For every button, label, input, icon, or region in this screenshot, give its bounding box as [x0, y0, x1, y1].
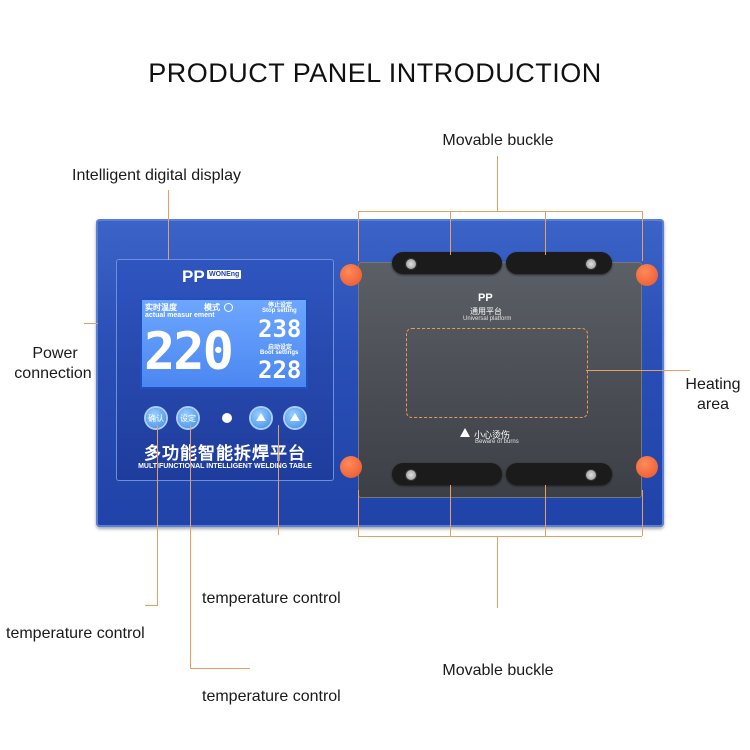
indicator-dot: [222, 413, 232, 423]
heating-area: [406, 328, 588, 418]
screw-icon: [585, 258, 597, 270]
actual-temperature-value: 220: [144, 322, 234, 382]
callout-line-buckle-bottom: [497, 536, 498, 608]
device-title-en: MULTIFUNCTIONAL INTELLIGENT WELDING TABL…: [138, 463, 312, 470]
callout-line-power: [84, 323, 98, 324]
up-button-2[interactable]: [285, 408, 305, 428]
clamp-peg-bottom-left[interactable]: [340, 456, 362, 478]
set-button[interactable]: 设定: [178, 408, 198, 428]
up-button-1[interactable]: [251, 408, 271, 428]
label-heating: Heating: [685, 376, 741, 393]
callout-line-display: [168, 190, 169, 260]
screw-icon: [585, 469, 597, 481]
callout-line-buckle-top-m1: [450, 211, 451, 255]
screen-mode-label: 模式: [204, 303, 220, 312]
device-title-cn: 多功能智能拆焊平台: [144, 444, 306, 463]
screen-boot-label-en: Boot settings: [260, 350, 299, 356]
clamp-peg-top-left[interactable]: [340, 264, 362, 286]
callout-line-buckle-bottom-m2: [545, 485, 546, 536]
digital-display: [140, 298, 308, 389]
clamp-peg-bottom-right[interactable]: [636, 456, 658, 478]
label-movable-buckle-bottom: Movable buckle: [442, 662, 554, 679]
callout-line-buckle-top-h: [358, 211, 642, 212]
label-area: area: [696, 396, 730, 413]
screen-stop-label-cn: 停止设定: [268, 303, 293, 309]
callout-line-temp-a: [278, 425, 279, 535]
label-power: Power: [32, 345, 78, 362]
page-title: PRODUCT PANEL INTRODUCTION: [148, 58, 602, 88]
mode-icon: [224, 303, 233, 312]
label-temperature-control-c: temperature control: [202, 688, 341, 705]
buckle-top-right[interactable]: [506, 252, 612, 274]
platform-name-cn: 通用平台: [470, 307, 502, 316]
callout-line-buckle-top-r: [642, 211, 643, 261]
callout-line-buckle-bottom-h: [358, 536, 642, 537]
callout-line-temp-b: [157, 425, 158, 605]
clamp-peg-top-right[interactable]: [636, 264, 658, 286]
brand-tag: WONEng: [207, 270, 242, 279]
confirm-button[interactable]: 确认: [146, 408, 166, 428]
screen-boot-label-cn: 启动设定: [268, 345, 293, 351]
burn-warning-en: Beware of burns: [475, 439, 519, 445]
label-connection: connection: [14, 365, 92, 382]
buckle-bottom-right[interactable]: [506, 463, 612, 485]
up-arrow-icon: [290, 413, 300, 421]
callout-line-buckle-top: [497, 156, 498, 211]
boot-setting-value: 228: [258, 356, 302, 384]
callout-line-buckle-top-l: [358, 211, 359, 261]
brand-logo: PP: [182, 267, 205, 286]
label-temperature-control-a: temperature control: [202, 590, 341, 607]
screw-icon: [405, 258, 417, 270]
callout-line-buckle-top-m2: [545, 211, 546, 255]
screen-stop-label-en: Stop setting: [262, 308, 297, 314]
callout-line-buckle-bottom-m1: [450, 485, 451, 536]
set-button-label: 设定: [180, 414, 196, 423]
buckle-bottom-left[interactable]: [392, 463, 502, 485]
screw-icon: [405, 469, 417, 481]
buckle-top-left[interactable]: [392, 252, 502, 274]
callout-line-buckle-bottom-r: [642, 490, 643, 536]
warning-icon: [460, 428, 470, 437]
confirm-button-label: 确认: [148, 414, 164, 423]
stop-setting-value: 238: [258, 315, 302, 343]
universal-platform: [358, 262, 642, 498]
label-intelligent-display: Intelligent digital display: [72, 167, 241, 184]
callout-line-temp-b-h: [145, 605, 158, 606]
label-temperature-control-b: temperature control: [6, 625, 145, 642]
burn-warning-cn: 小心烫伤: [474, 430, 511, 440]
screen-actual-label-en: actual measur ement: [145, 312, 215, 319]
platform-brand: PP: [478, 292, 493, 304]
up-arrow-icon: [256, 413, 266, 421]
label-movable-buckle-top: Movable buckle: [442, 132, 554, 149]
callout-line-buckle-bottom-l: [358, 490, 359, 536]
callout-line-temp-c-h: [190, 668, 250, 669]
platform-name-en: Universal platform: [463, 316, 512, 322]
callout-line-heating: [586, 370, 690, 371]
screen-actual-label-cn: 实时温度: [145, 303, 177, 312]
callout-line-temp-c: [190, 425, 191, 668]
